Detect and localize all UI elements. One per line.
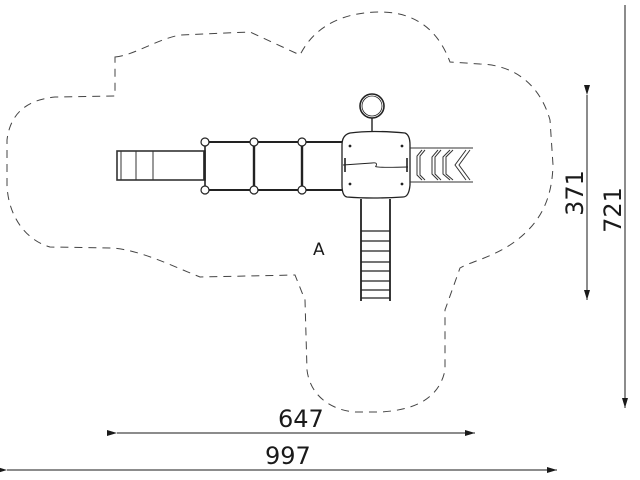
ladder [360,199,391,301]
safety-zone-width-label: 997 [265,442,311,470]
safety-zone-depth-label: 721 [598,187,627,233]
climbing-arches-right [410,147,473,183]
safety-zone-outline [6,11,554,413]
tower-platform [341,93,411,199]
safety-zone-area-label: A [313,240,325,260]
equipment-depth-label: 371 [560,170,589,216]
bridge-section [200,137,344,195]
slide-left [116,150,206,181]
equipment-width-label: 647 [278,405,324,433]
